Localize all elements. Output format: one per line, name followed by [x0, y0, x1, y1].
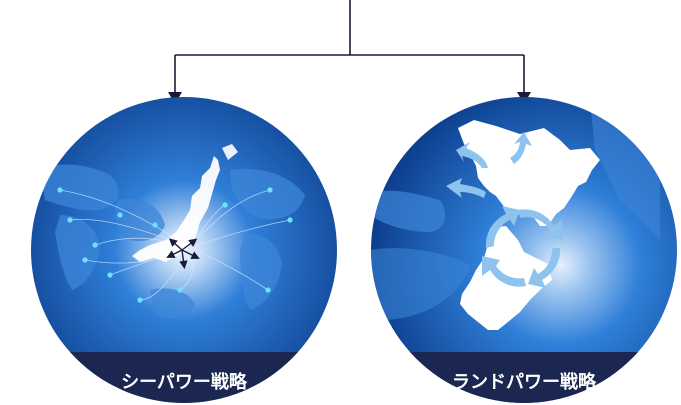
sea-power-label: シーパワー戦略 — [121, 371, 248, 393]
land-region — [458, 120, 600, 226]
land-power-globe — [371, 97, 677, 403]
connector-lines — [174, 0, 525, 92]
land-power-label: ランドパワー戦略 — [452, 371, 597, 393]
